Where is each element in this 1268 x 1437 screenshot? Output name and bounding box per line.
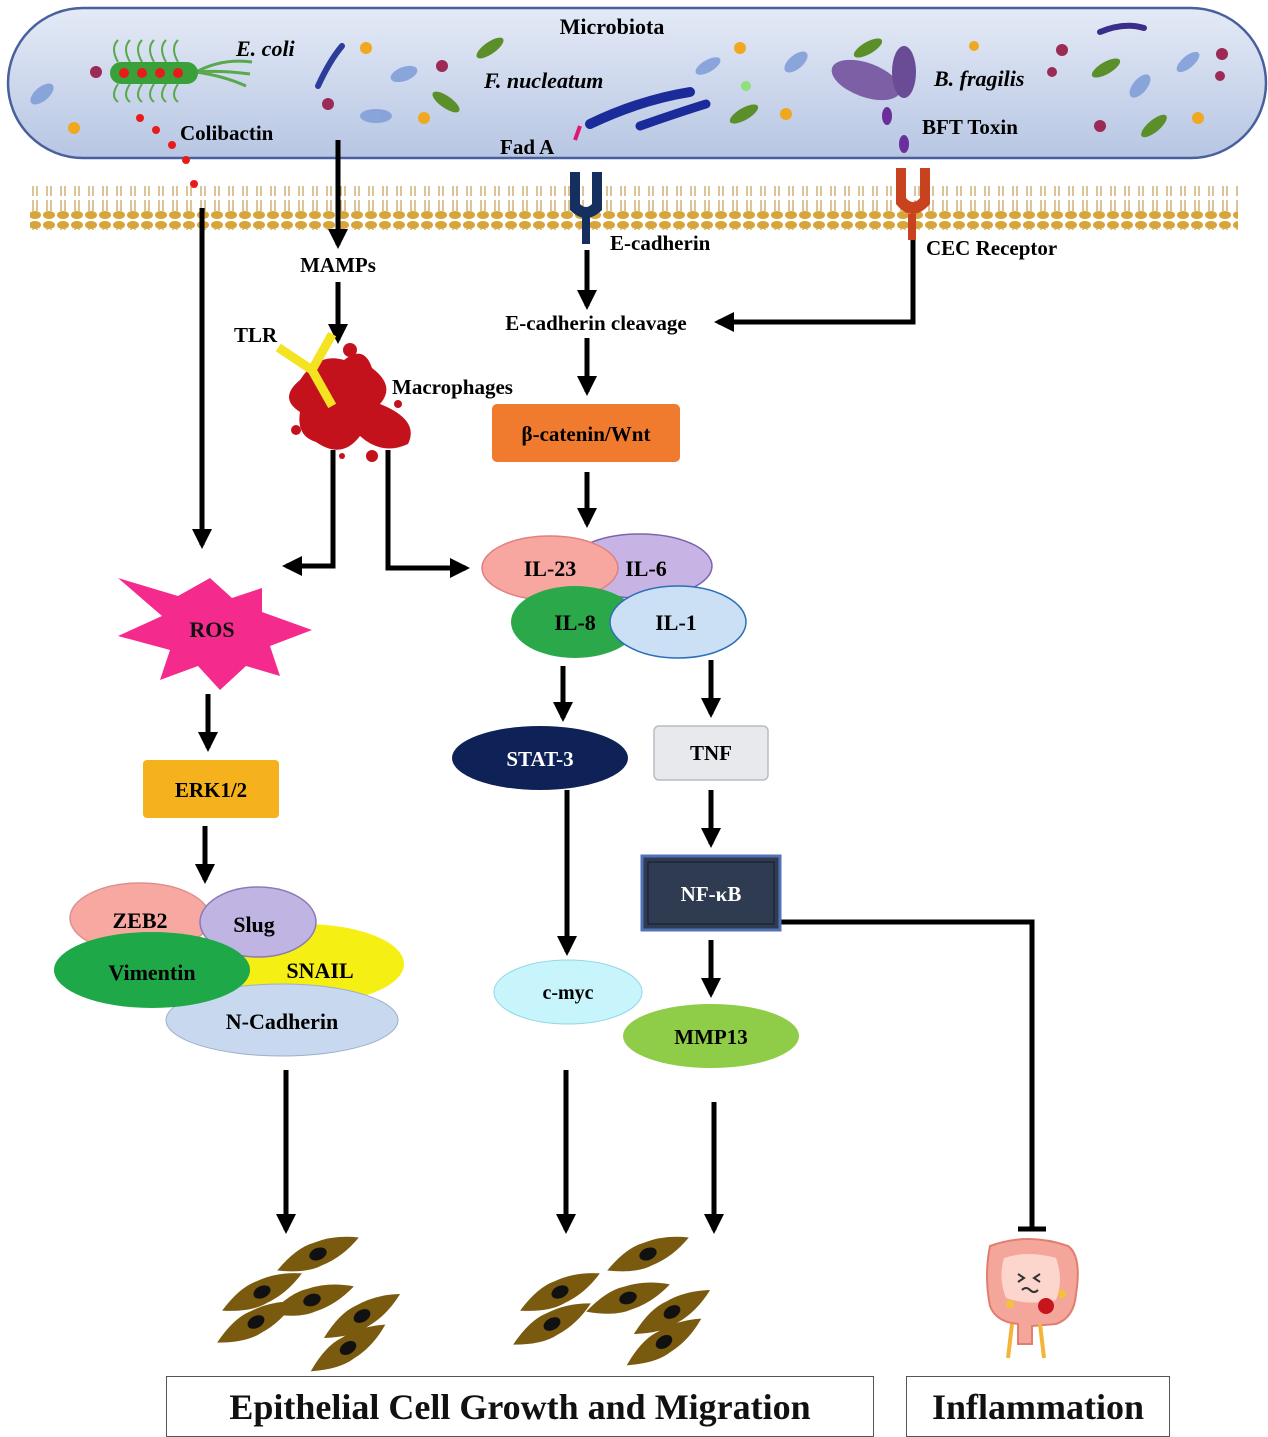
fada-label: Fad A xyxy=(500,135,555,159)
mmp13-node: MMP13 xyxy=(623,1004,799,1068)
ncadherin-label: N-Cadherin xyxy=(226,1009,338,1034)
macrophages-label: Macrophages xyxy=(392,375,513,399)
stat3-node: STAT-3 xyxy=(452,726,628,790)
epithelial-cells-right xyxy=(513,1236,711,1366)
cmyc-node: c-myc xyxy=(493,959,643,1025)
epithelial-cell xyxy=(277,1236,359,1272)
epithelial-cell xyxy=(520,1273,600,1311)
tlr-label: TLR xyxy=(234,323,278,347)
epithelial-cell xyxy=(513,1303,591,1345)
bacteria-decoration xyxy=(30,22,1228,138)
bft-toxin-label: BFT Toxin xyxy=(922,115,1018,139)
interleukin-cluster: IL-23 IL-6 IL-8 IL-1 xyxy=(481,533,747,659)
cell-membrane: E-cadherin CEC Receptor xyxy=(30,168,1238,260)
inhibit-nfkb-inflammation xyxy=(780,919,1035,1228)
svg-text:β-catenin/Wnt: β-catenin/Wnt xyxy=(522,422,651,446)
bfragilis-bacterium xyxy=(831,46,916,153)
svg-text:TNF: TNF xyxy=(690,741,732,765)
epithelial-cell xyxy=(222,1273,302,1311)
cec-receptor-label: CEC Receptor xyxy=(926,236,1057,260)
arrow-macrophage-ros xyxy=(282,450,336,576)
colibactin-label: Colibactin xyxy=(180,121,274,145)
svg-text:MMP13: MMP13 xyxy=(674,1025,747,1049)
fnucleatum-bacterium xyxy=(573,87,711,141)
il8-label: IL-8 xyxy=(554,610,596,635)
epithelial-cell xyxy=(310,1324,386,1372)
lumen-title: Microbiota xyxy=(560,14,665,39)
erk-node: ERK1/2 xyxy=(143,760,279,818)
arrows xyxy=(192,140,1046,1234)
inflammation-label: Inflammation xyxy=(931,1386,1144,1427)
ros-node: ROS xyxy=(118,578,312,690)
epithelial-cell xyxy=(633,1290,711,1334)
vimentin-ellipse xyxy=(54,932,250,1008)
arrow-cec-cleavage xyxy=(714,240,916,332)
svg-text:NF-κB: NF-κB xyxy=(681,882,742,906)
epithelial-cell xyxy=(586,1282,670,1314)
growth-migration-box: Epithelial Cell Growth and Migration xyxy=(166,1376,874,1437)
inflammation-box: Inflammation xyxy=(906,1376,1170,1437)
emt-cluster: ZEB2 Slug Vimentin SNAIL N-Cadherin xyxy=(54,882,404,1057)
fnucleatum-label: F. nucleatum xyxy=(483,68,603,93)
il1-ellipse xyxy=(609,585,747,659)
mamps-label: MAMPs xyxy=(300,253,376,277)
epithelial-cell xyxy=(607,1236,689,1272)
epithelial-cell xyxy=(323,1294,401,1338)
ecoli-bacterium xyxy=(110,39,253,103)
lumen-capsule xyxy=(6,6,1268,160)
lumen: Microbiota E. coli F. nucleatum B. fragi… xyxy=(6,6,1268,188)
ecad-cleavage-label: E-cadherin cleavage xyxy=(505,311,686,335)
inflamed-colon-icon xyxy=(986,1238,1079,1359)
ncadherin-ellipse xyxy=(165,983,399,1057)
svg-text:ERK1/2: ERK1/2 xyxy=(175,778,247,802)
vimentin-label: Vimentin xyxy=(108,960,195,985)
il1-label: IL-1 xyxy=(655,610,697,635)
ecadherin-receptor xyxy=(570,172,602,218)
ecoli-label: E. coli xyxy=(235,36,296,61)
beta-catenin-node: β-catenin/Wnt xyxy=(492,404,680,462)
tnf-node: TNF xyxy=(653,725,769,781)
cec-receptor xyxy=(896,168,930,214)
bfragilis-label: B. fragilis xyxy=(933,66,1024,91)
macrophage xyxy=(275,331,411,462)
epithelial-cells-left xyxy=(217,1236,401,1372)
il8-ellipse xyxy=(511,586,639,658)
lipid-bilayer xyxy=(30,186,1238,230)
snail-label: SNAIL xyxy=(286,958,353,983)
epithelial-cell xyxy=(626,1318,702,1366)
growth-migration-label: Epithelial Cell Growth and Migration xyxy=(229,1386,811,1427)
il6-label: IL-6 xyxy=(625,556,667,581)
svg-text:ROS: ROS xyxy=(189,617,234,642)
il23-label: IL-23 xyxy=(524,556,577,581)
ecadherin-label: E-cadherin xyxy=(610,231,711,255)
slug-ellipse xyxy=(199,886,317,958)
svg-text:STAT-3: STAT-3 xyxy=(506,747,573,771)
nfkb-node: NF-κB xyxy=(640,854,782,932)
epithelial-cell xyxy=(270,1284,354,1316)
slug-label: Slug xyxy=(233,912,275,937)
svg-text:c-myc: c-myc xyxy=(542,982,593,1004)
tlr-receptor xyxy=(275,331,337,409)
arrow-macrophage-interleukins xyxy=(385,450,470,578)
zeb2-label: ZEB2 xyxy=(112,908,167,933)
epithelial-cell xyxy=(217,1301,295,1343)
